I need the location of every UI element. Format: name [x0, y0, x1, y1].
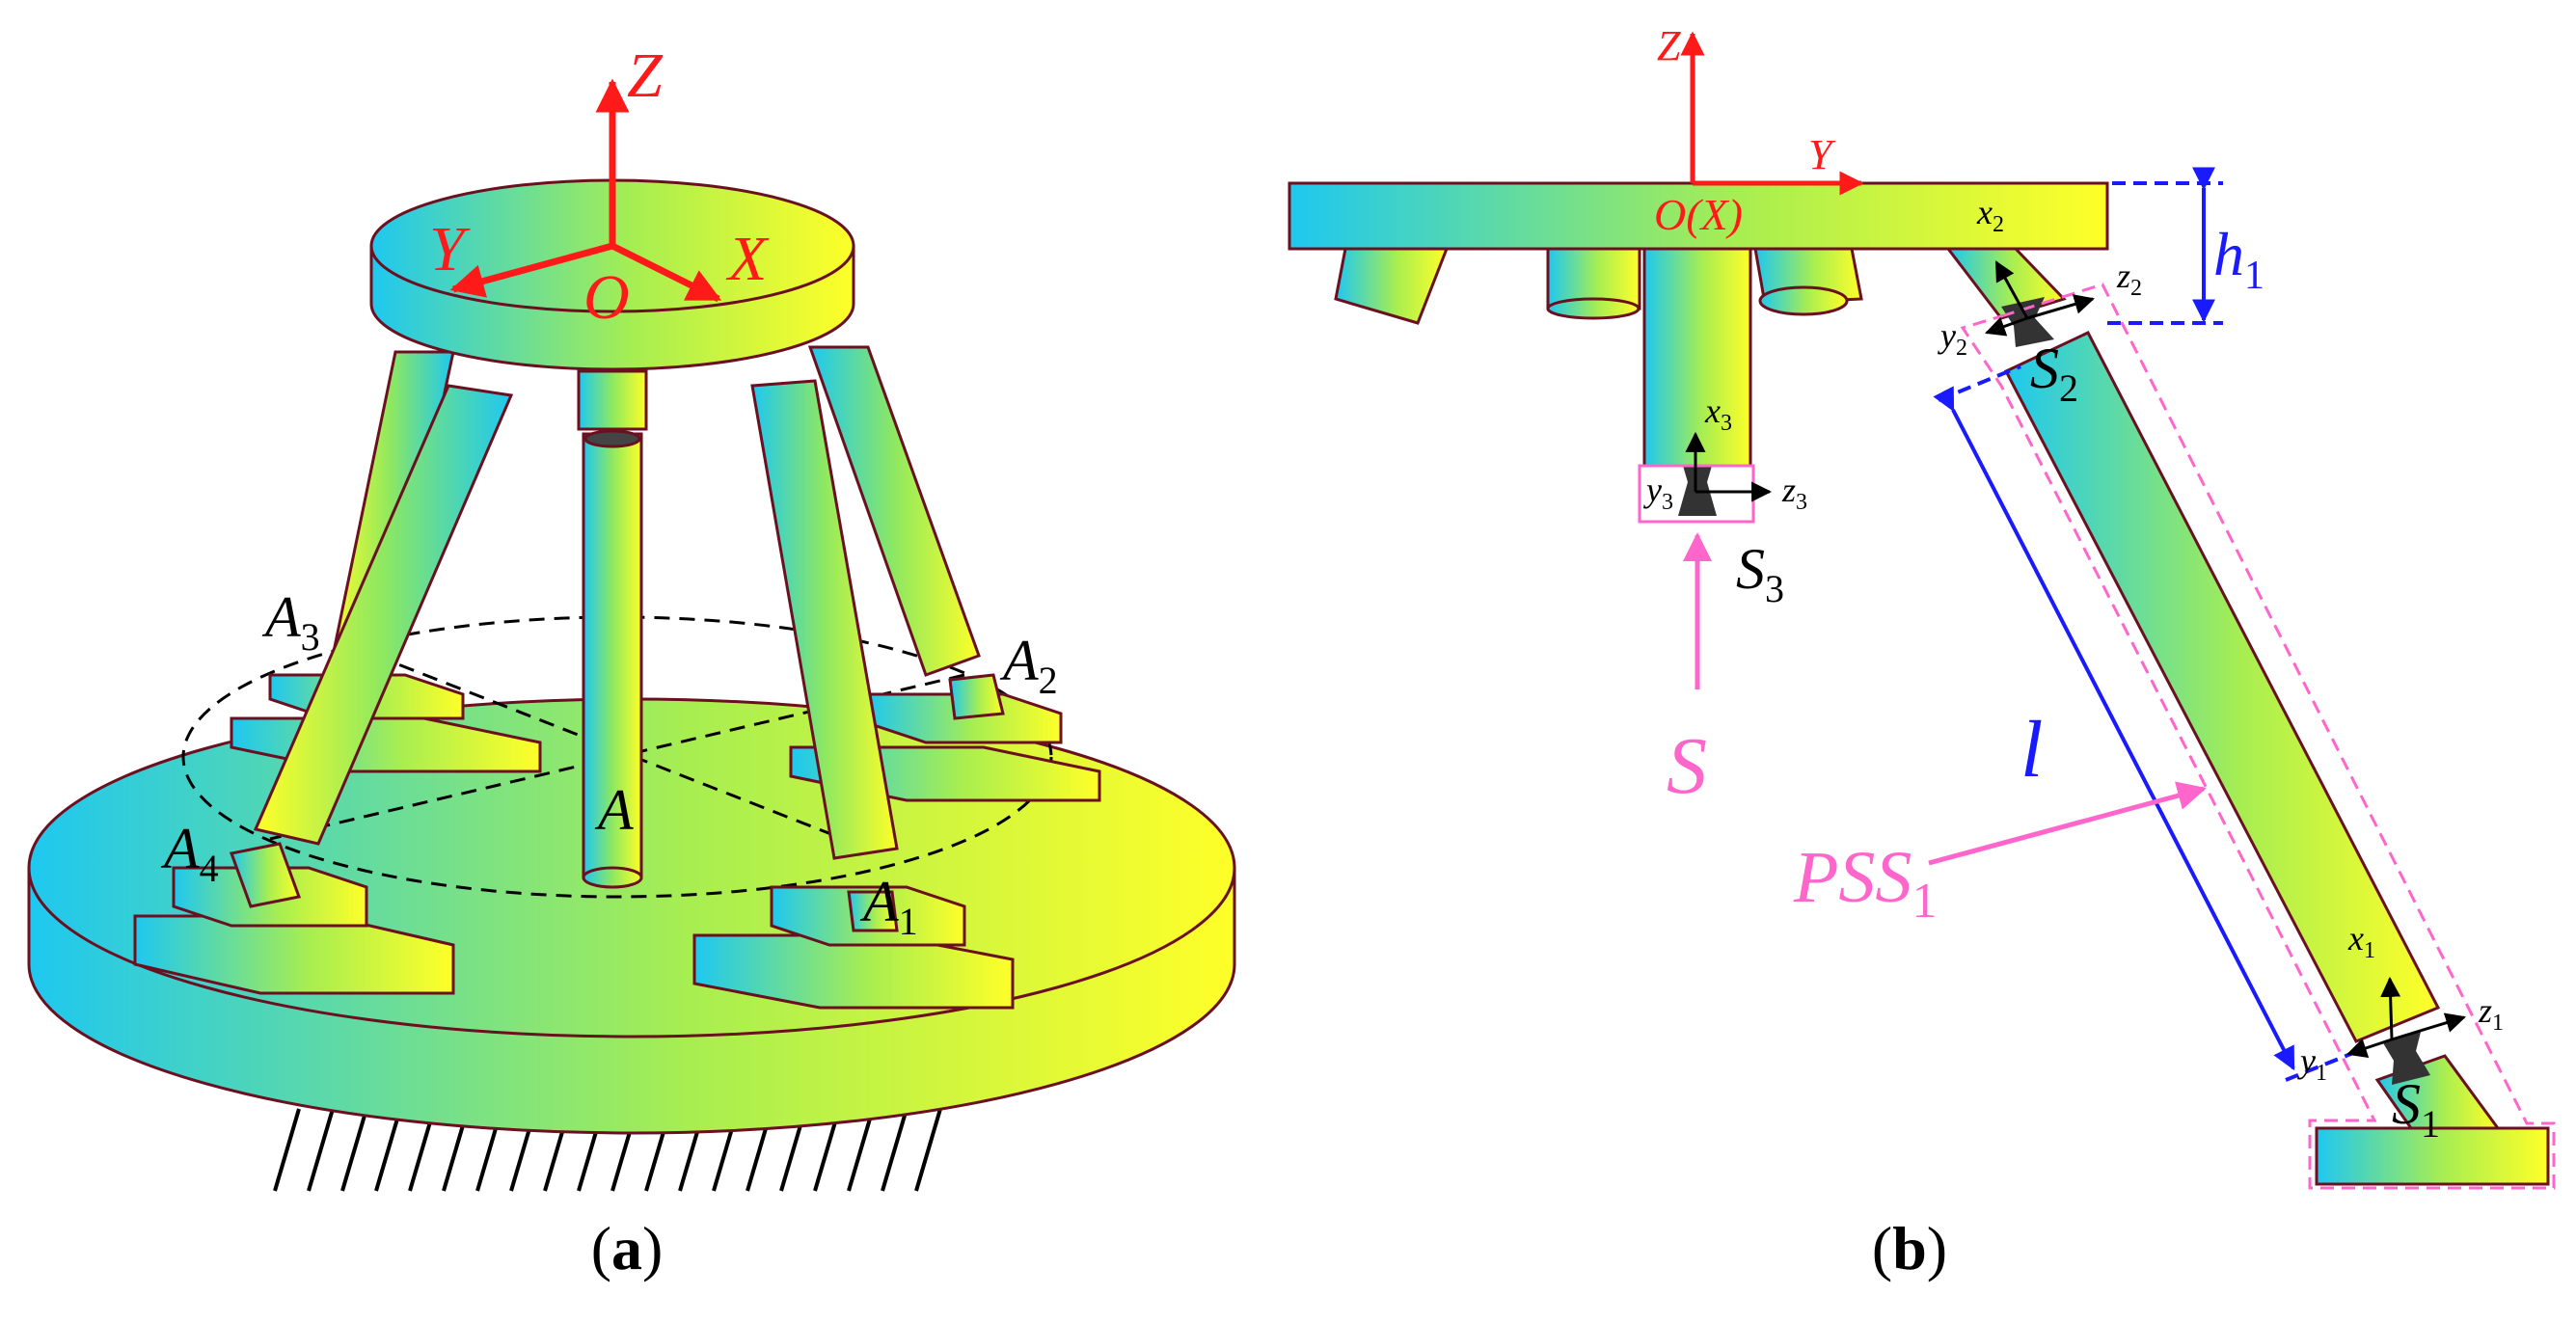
base-slider	[2315, 1126, 2550, 1186]
frame-y3-label: y3	[1643, 471, 1673, 515]
frame-x1-label: x1	[2347, 919, 2375, 963]
slider-block-a4	[133, 866, 455, 995]
frame-s3-label: S3	[1736, 537, 1784, 610]
frame-s2-label: S2	[2030, 337, 2078, 410]
frame-x3-label: x3	[1704, 391, 1732, 436]
input-label: S	[1667, 721, 1707, 811]
panel-a: Z Y X O A3 A2 A4 A1 A	[27, 40, 1236, 1192]
joint-label-a: A	[594, 778, 634, 842]
height-dimension	[2107, 167, 2223, 325]
joint-label-a2: A2	[999, 629, 1058, 702]
frame-y1-label: y1	[2297, 1041, 2327, 1086]
inclined-leg	[2003, 331, 2441, 1043]
b-axis-y-label: Y	[1808, 131, 1836, 178]
length-label: l	[2020, 705, 2043, 795]
frame-z2-label: z2	[2116, 256, 2142, 301]
chain-label: PSS1	[1793, 837, 1937, 929]
axis-y-label: Y	[429, 214, 471, 284]
frame-z1-label: z1	[2478, 991, 2504, 1036]
legs	[253, 345, 981, 889]
axis-z-label: Z	[627, 40, 664, 111]
frame-s1-label: S1	[2392, 1072, 2440, 1146]
caption-b: (b)	[1871, 1214, 1948, 1282]
frame-x2-label: x2	[1976, 193, 2004, 237]
platform-stubs	[1334, 247, 1863, 325]
origin-label: O	[583, 262, 630, 333]
chain-pointer	[1928, 781, 2207, 866]
joint-label-a1: A1	[859, 870, 918, 943]
slider-block-a1	[692, 885, 1015, 1010]
vertical-leg	[1642, 247, 1752, 468]
b-origin-label: O(X)	[1654, 190, 1743, 239]
height-label: h1	[2213, 220, 2264, 298]
joint-stubs	[229, 673, 1005, 932]
b-axis-z-label: Z	[1657, 22, 1681, 69]
platform-frame-axes	[1680, 31, 1864, 196]
panel-b: Z Y O(X) h1 l PSS1 S	[1288, 22, 2556, 1190]
frame-y2-label: y2	[1938, 316, 1967, 361]
frame-z3-label: z3	[1781, 471, 1807, 515]
length-dimension	[1933, 364, 2359, 1082]
joint-label-a4: A4	[160, 817, 219, 890]
top-frame-axes	[449, 78, 722, 303]
axis-x-label: X	[725, 224, 770, 294]
local-frames	[1685, 260, 2467, 1058]
joint-label-a3: A3	[261, 585, 320, 659]
caption-a: (a)	[590, 1214, 664, 1282]
spherical-joints	[1678, 297, 2430, 1085]
